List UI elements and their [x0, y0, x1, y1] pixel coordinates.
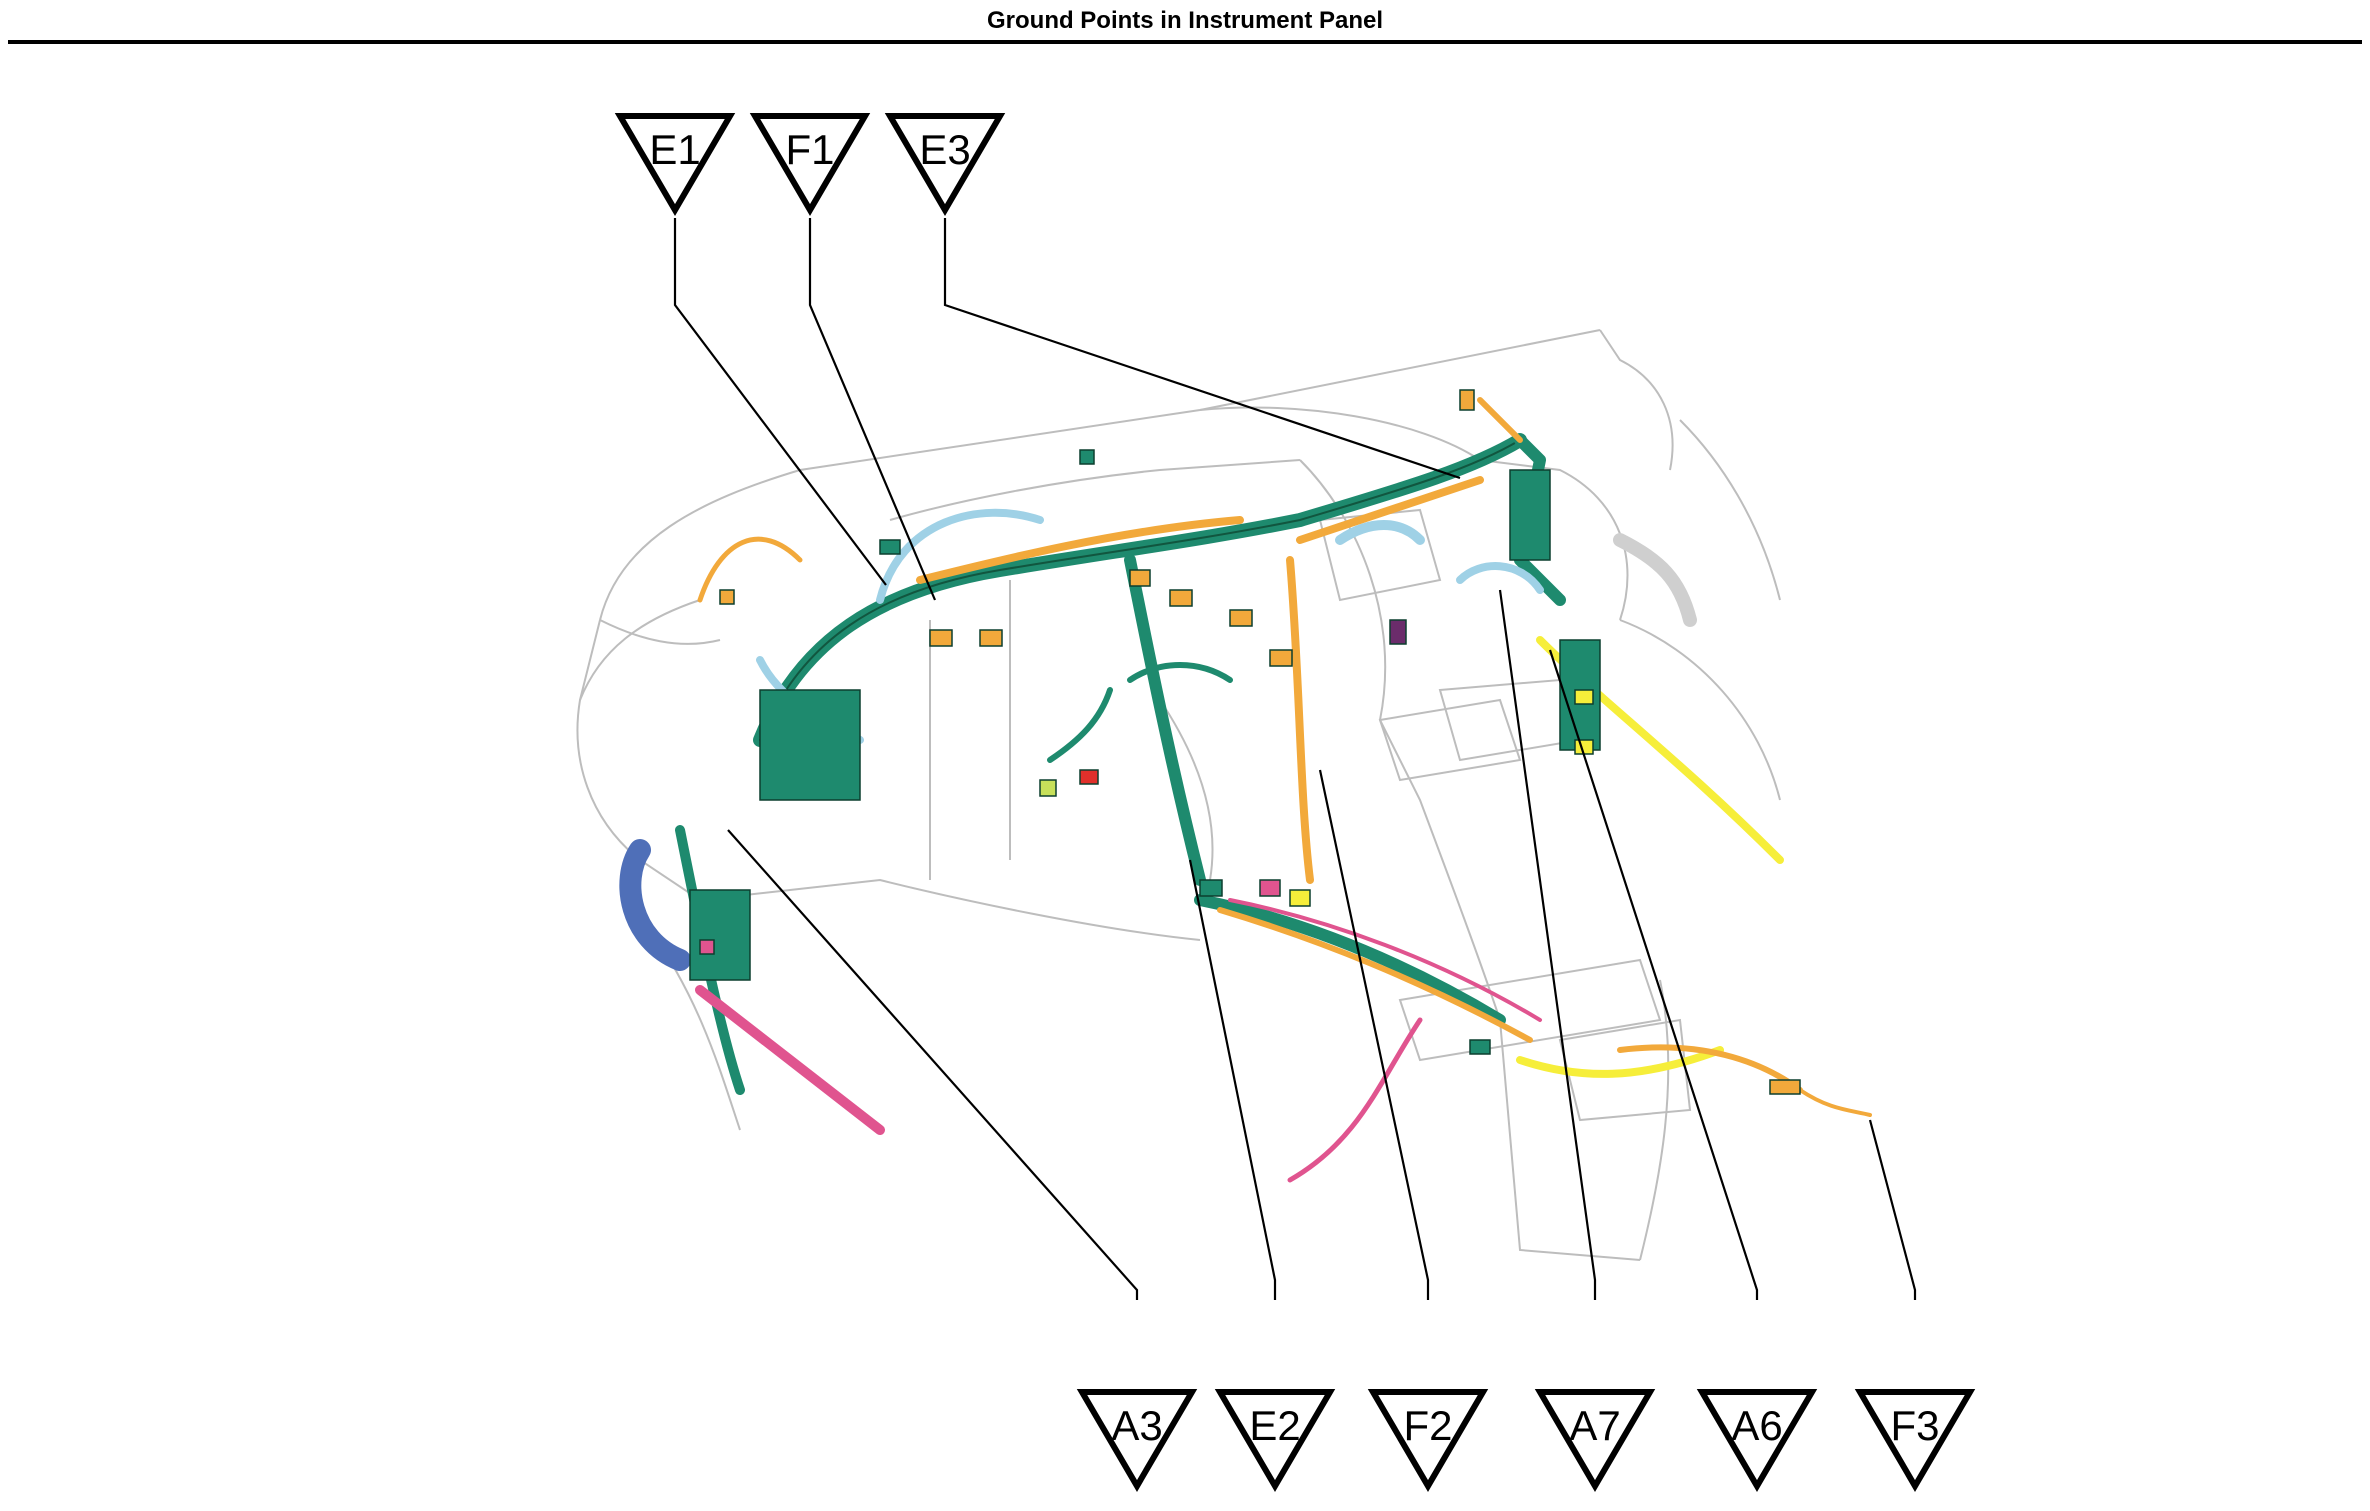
callout-label: A7 [1569, 1402, 1620, 1449]
callout-E2: E2 [1214, 1389, 1336, 1492]
harness-connectors [689, 389, 1801, 1095]
leader-lines [673, 218, 1917, 1300]
title-rule [8, 40, 2362, 44]
callout-label: A6 [1731, 1402, 1782, 1449]
harness-main-trunk [619, 397, 1872, 1183]
callout-label: E1 [649, 126, 700, 173]
callout-label: E2 [1249, 1402, 1300, 1449]
callout-label: E3 [919, 126, 970, 173]
callout-F3: F3 [1854, 1389, 1976, 1492]
page-title: Ground Points in Instrument Panel [986, 7, 1384, 34]
callout-label: F1 [785, 126, 834, 173]
callout-F2: F2 [1367, 1389, 1489, 1492]
callout-E1: E1 [614, 113, 736, 216]
callout-A7: A7 [1534, 1389, 1656, 1492]
callout-F1: F1 [749, 113, 871, 216]
callout-E3: E3 [884, 113, 1006, 216]
callout-label: F2 [1403, 1402, 1452, 1449]
callout-label: A3 [1111, 1402, 1162, 1449]
callout-A6: A6 [1696, 1389, 1818, 1492]
callout-A3: A3 [1076, 1389, 1198, 1492]
callout-label: F3 [1890, 1402, 1939, 1449]
dashboard-outline [576, 329, 1781, 1261]
